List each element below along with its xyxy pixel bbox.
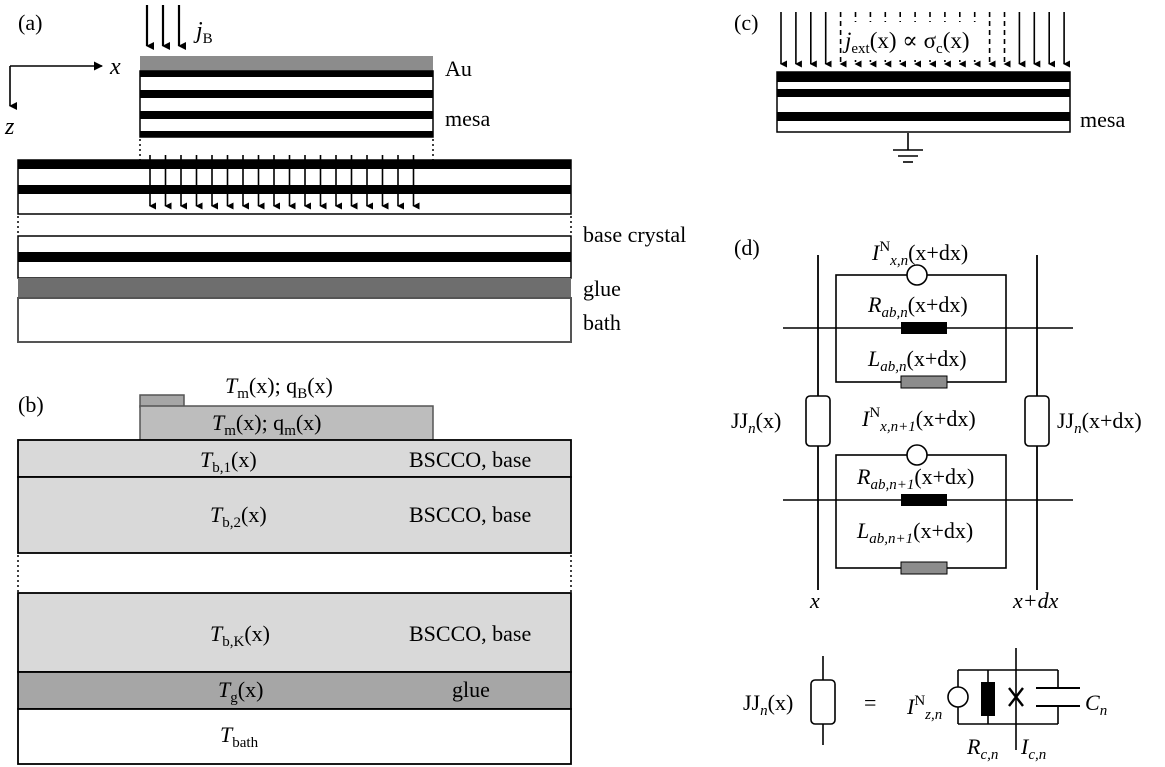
equivalent-circuit [810,648,1080,750]
bias-current-label: jB [193,18,213,47]
mesa-label: mesa [445,106,490,131]
base-layer-k [17,592,572,673]
noise-current-1-label: INx,n(x+dx) [871,239,968,269]
resistor-1-label: Rab,n(x+dx) [867,292,968,321]
rc-label: Rc,n [966,734,998,763]
panel-b: (b) Tm(x); qB(x) Tm(x); qm(x) Tb,1(x) BS… [17,373,572,765]
bath-layer-a [17,297,572,343]
noise-current-z-label: INz,n [906,693,942,723]
glue-temp: Tg(x) [218,677,263,706]
capacitance-label: Cn [1085,690,1107,719]
ext-current-label-bg [843,22,981,60]
resistor-icon [901,494,947,506]
top-temp-label: Tm(x); qB(x) [225,373,333,402]
axis-z-label: z [4,114,15,140]
bath-temp: Tbath [220,722,259,751]
panel-d: (d) INx,n(x+dx) Rab,n(x+dx) Lab,n(x+dx) … [731,235,1142,763]
glue-layer-b [17,671,572,710]
panel-a-label: (a) [18,10,42,35]
base-2-material: BSCCO, base [409,502,531,527]
panel-d-label: (d) [734,235,760,260]
base-1-temp: Tb,1(x) [200,447,257,476]
distributed-current-arrows [149,155,420,210]
equals-sign: = [864,690,876,715]
panel-a: (a) x z jB Au mesa [4,5,686,343]
au-block-b [139,394,185,408]
noise-current-2-label: INx,n+1(x+dx) [861,405,976,435]
junction-icon [810,679,836,725]
bath-layer-b [17,708,572,765]
au-label: Au [445,56,472,81]
base-crystal-label: base crystal [583,222,686,247]
base-crystal-upper [17,159,572,215]
junction-icon [805,395,831,447]
bias-current-arrows [145,5,186,50]
noise-source-icon [947,686,969,708]
mesa-stack [139,70,434,138]
jj-eq-label: JJn(x) [743,690,793,719]
external-current-arrows [780,12,1071,68]
mesa-temp-label: Tm(x); qm(x) [212,410,322,439]
bath-label-a: bath [583,310,621,335]
external-current-label: jext(x) ∝ σc(x) [842,28,970,57]
base-crystal-lower [17,235,572,279]
junction-icon [1024,395,1050,447]
glue-layer-a [18,278,571,298]
base-layer-2 [17,476,572,554]
base-1-material: BSCCO, base [409,447,531,472]
ic-label: Ic,n [1020,734,1046,763]
noise-source-icon [906,264,928,286]
axis-x-label: x [109,54,121,80]
glue-label-a: glue [583,276,621,301]
base-k-temp: Tb,K(x) [210,621,270,650]
au-layer [140,56,433,71]
base-layer-1 [17,439,572,478]
inductor-2-label: Lab,n+1(x+dx) [856,518,973,547]
resistor-icon [981,682,995,716]
jj-right-label: JJn(x+dx) [1057,408,1142,437]
base-k-material: BSCCO, base [409,621,531,646]
resistor-icon [901,322,947,334]
rail-left-label: x [809,588,820,613]
panel-c-label: (c) [734,10,758,35]
mesa-label-c: mesa [1080,107,1125,132]
inductor-icon [900,561,948,575]
panel-b-label: (b) [18,392,44,417]
glue-material-b: glue [452,677,490,702]
panel-c: (c) jext(x) ∝ σc(x) mesa [734,10,1125,163]
axes-icon [9,61,103,110]
jj-left-label: JJn(x) [731,408,781,437]
inductor-1-label: Lab,n(x+dx) [867,346,967,375]
noise-source-icon [906,444,928,466]
resistor-2-label: Rab,n+1(x+dx) [856,464,974,493]
rail-right-label: x+dx [1012,588,1059,613]
base-2-temp: Tb,2(x) [210,502,267,531]
mesa-stack-c [776,71,1071,133]
ground-icon [893,133,923,163]
inductor-icon [900,375,948,389]
